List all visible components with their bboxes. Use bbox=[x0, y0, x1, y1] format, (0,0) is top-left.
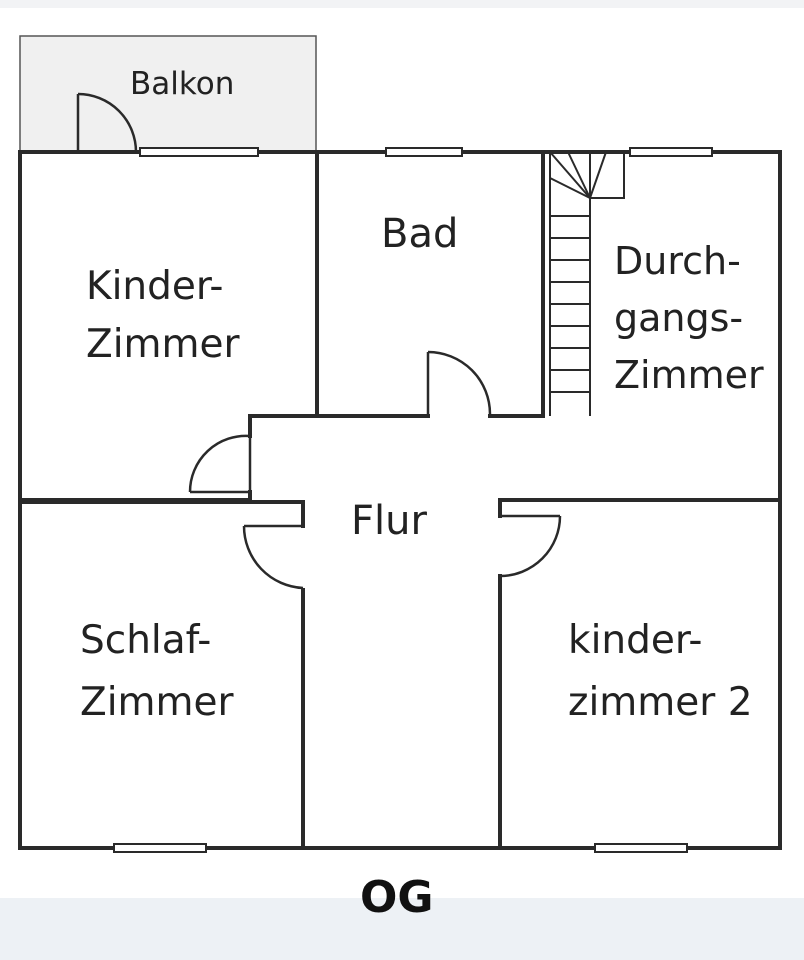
room-label-schlafzimmer: Schlaf- Zimmer bbox=[80, 618, 234, 725]
bottom-strip bbox=[0, 898, 804, 960]
doors bbox=[76, 92, 562, 590]
room-label-flur: Flur bbox=[351, 498, 427, 544]
top-strip bbox=[0, 0, 804, 8]
walls bbox=[18, 150, 782, 850]
room-label-bad: Bad bbox=[381, 211, 459, 257]
floor-label: OG bbox=[360, 872, 434, 923]
room-label-durchgangszimmer: Durch- gangs- Zimmer bbox=[614, 239, 764, 397]
room-label-kinderzimmer-2: kinder- zimmer 2 bbox=[568, 618, 753, 725]
staircase bbox=[549, 151, 625, 416]
balcony-area bbox=[19, 35, 317, 153]
windows bbox=[113, 147, 713, 853]
room-label-balkon: Balkon bbox=[130, 66, 235, 102]
room-label-kinderzimmer: Kinder- Zimmer bbox=[86, 264, 240, 367]
